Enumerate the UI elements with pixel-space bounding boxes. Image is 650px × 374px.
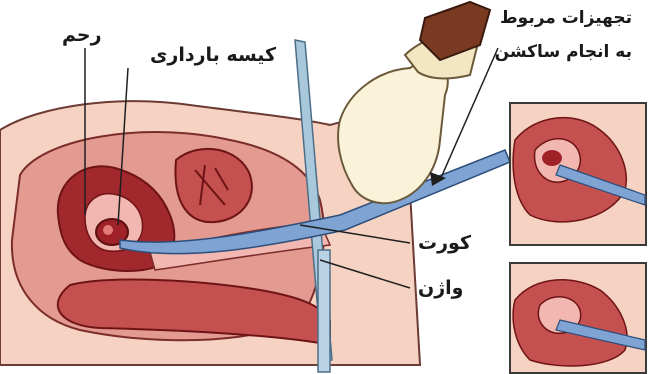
inset-panel-bottom — [510, 263, 646, 373]
inset-panel-top — [510, 103, 646, 245]
equipment-label-line2: به انجام ساکشن — [495, 44, 632, 61]
instrument-handle — [420, 2, 490, 60]
uterus-label: رحم — [62, 26, 102, 45]
curette-label: کورت — [418, 234, 471, 253]
equipment-label-line1: تجهیزات مربوط — [500, 10, 632, 27]
speculum-lower-blade — [318, 250, 330, 372]
embryo — [103, 225, 113, 235]
bladder-shape — [175, 149, 251, 222]
vagina-label: واژن — [418, 279, 463, 298]
gestational-sac-label: کیسه بارداری — [150, 46, 276, 65]
